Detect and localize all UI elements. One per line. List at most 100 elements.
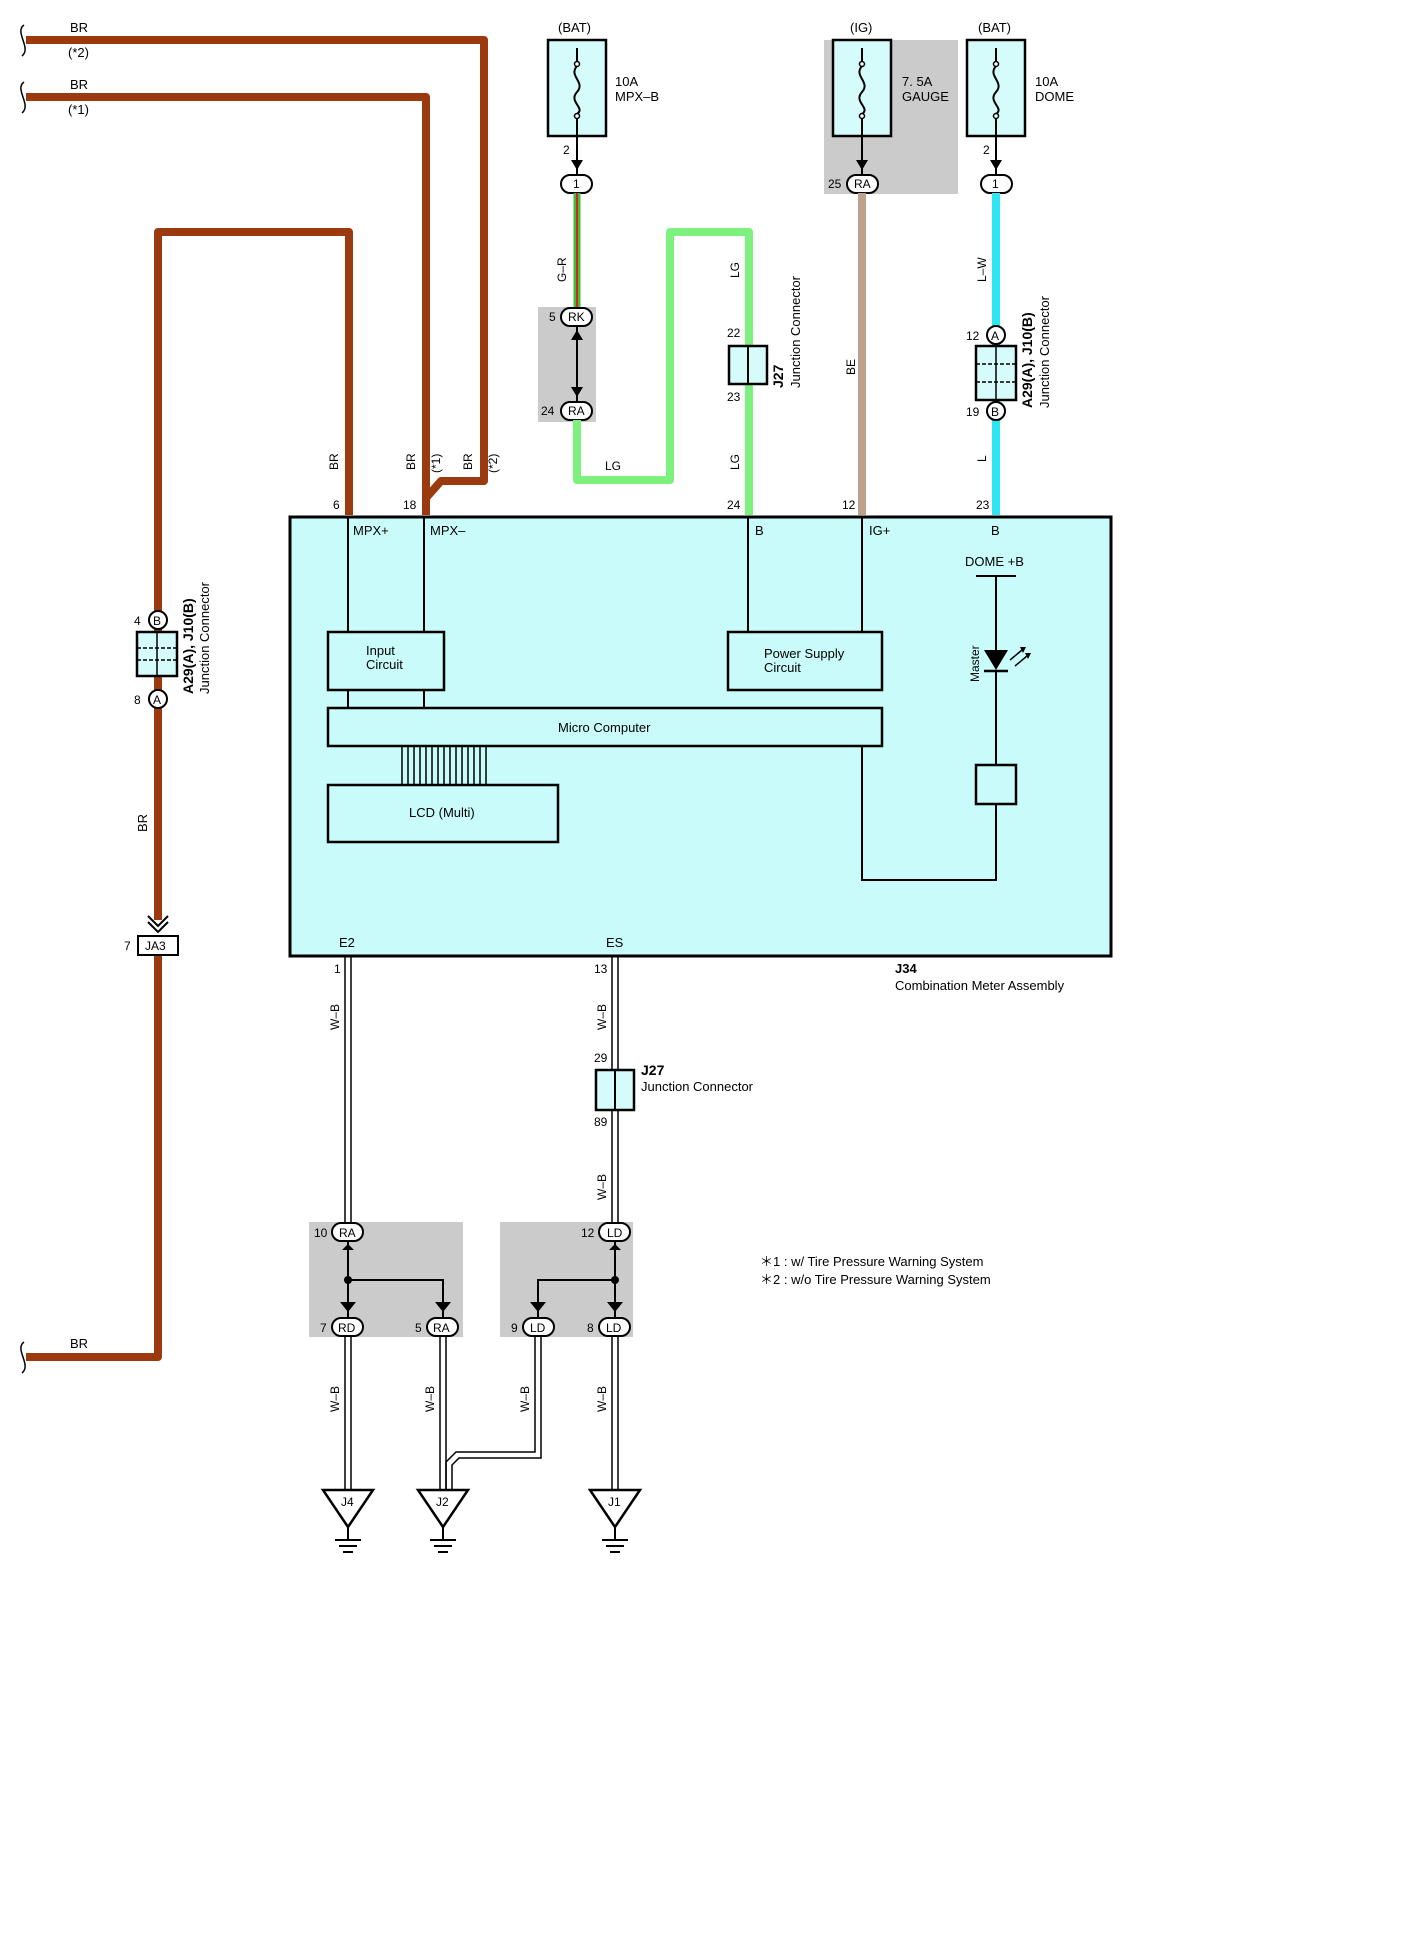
note-2: ＊2 : w/o Tire Pressure Warning System <box>760 1272 991 1287</box>
meter-terminal-b1: B <box>755 523 764 538</box>
br-wires <box>26 36 488 1361</box>
br-bottom-label: BR <box>70 1336 88 1351</box>
j27-lower-pin-top: 29 <box>594 1051 608 1065</box>
meter-pin-23: 23 <box>976 498 990 512</box>
lg-wire <box>573 228 753 515</box>
br-top-label: BR <box>70 20 88 35</box>
splice-right-br: LD <box>606 1321 622 1335</box>
j27-top-desc: Junction Connector <box>788 275 803 388</box>
left-junction-name: A29(A), J10(B) <box>180 598 196 694</box>
splice-right <box>522 1222 631 1337</box>
lcd-box <box>326 783 560 844</box>
splice-right-top: LD <box>607 1226 623 1240</box>
ground-j4-label: J4 <box>341 1495 354 1509</box>
j27-top-name: J27 <box>770 364 786 388</box>
meter-pin-6: 6 <box>333 498 340 512</box>
master-label: Master <box>968 645 982 682</box>
meter-terminal-mpxminus: MPX– <box>430 523 466 538</box>
dome-junction-pin-bottom: 19 <box>966 405 980 419</box>
splice-left <box>331 1222 459 1337</box>
meter-note-1: (*1) <box>429 454 443 473</box>
ja3-connector <box>137 915 179 956</box>
fuse-dome-rating: 10A <box>1035 74 1058 89</box>
meter-internal-lines <box>347 518 1016 881</box>
meter-pin-12: 12 <box>842 498 856 512</box>
splice-left-top: RA <box>339 1226 356 1240</box>
meter-name: Combination Meter Assembly <box>895 978 1065 993</box>
wb-bottom-label-3: W–B <box>518 1386 532 1412</box>
wire-break-marks <box>20 24 26 1374</box>
power-supply-circuit-box <box>726 630 884 692</box>
ja3-label: JA3 <box>145 939 166 953</box>
fuse-gauge-pin: 25 <box>828 177 842 191</box>
fuse-dome-pin: 2 <box>983 143 990 157</box>
fuse-mpxb-pin: 2 <box>563 143 570 157</box>
be-wire-label: BE <box>844 359 858 375</box>
j27-top-connector <box>727 344 769 386</box>
power-supply-label-1: Power Supply <box>764 646 845 661</box>
fuse-gauge <box>831 38 893 194</box>
ra-label: RA <box>568 404 585 418</box>
dome-junction-desc: Junction Connector <box>1037 295 1052 408</box>
left-junction-pin-bottom-letter: A <box>153 693 161 707</box>
fuse-dome-conn: 1 <box>992 177 999 191</box>
fuse-gauge-source: (IG) <box>850 20 872 35</box>
ground-icon-j4 <box>320 1488 376 1553</box>
fuse-mpxb-name: MPX–B <box>615 89 659 104</box>
j27-lower-connector <box>594 1068 636 1112</box>
meter-terminal-es: ES <box>606 935 624 950</box>
wb-wires <box>344 957 619 1492</box>
meter-terminal-mpxplus: MPX+ <box>353 523 389 538</box>
note-1: ＊1 : w/ Tire Pressure Warning System <box>760 1254 983 1269</box>
splice-right-bl-pin: 9 <box>511 1321 518 1335</box>
meter-pin-13: 13 <box>594 962 608 976</box>
j27-top-wire-top: LG <box>728 262 742 278</box>
j27-lower-desc: Junction Connector <box>641 1079 754 1094</box>
meter-terminal-b2: B <box>991 523 1000 538</box>
ground-j1-label: J1 <box>608 1495 621 1509</box>
meter-br-label-1: BR <box>327 453 341 470</box>
fuse-mpxb-source: (BAT) <box>558 20 591 35</box>
rk-ra-connector <box>560 307 593 421</box>
left-junction-pin-bottom: 8 <box>134 693 141 707</box>
power-supply-label-2: Circuit <box>764 660 801 675</box>
dome-wire-top-label: L–W <box>975 257 989 282</box>
br-second-note: (*1) <box>68 102 89 117</box>
splice-left-br: RA <box>433 1321 450 1335</box>
fuse-dome <box>965 38 1027 194</box>
gr-wire-label: G–R <box>555 257 569 282</box>
ground-j2-label: J2 <box>436 1495 449 1509</box>
input-circuit-label-2: Circuit <box>366 657 403 672</box>
dome-junction-pin-top: 12 <box>966 329 980 343</box>
ground-icon-j1 <box>587 1488 643 1553</box>
fuse-gauge-name: GAUGE <box>902 89 949 104</box>
fuse-mpxb <box>546 38 608 194</box>
dome-b-label: DOME +B <box>965 554 1024 569</box>
fuse-mpxb-conn: 1 <box>573 177 580 191</box>
fuse-dome-source: (BAT) <box>978 20 1011 35</box>
wb-label-1: W–B <box>328 1004 342 1030</box>
input-circuit-label-1: Input <box>366 643 395 658</box>
rk-pin: 5 <box>549 310 556 324</box>
left-junction-pin-top-letter: B <box>153 614 161 628</box>
wb-label-2: W–B <box>595 1004 609 1030</box>
j27-top-pin-top: 22 <box>727 326 741 340</box>
left-junction-pin-top: 4 <box>134 614 141 628</box>
meter-pin-18: 18 <box>403 498 417 512</box>
meter-note-2: (*2) <box>486 454 500 473</box>
micro-computer-box <box>326 706 884 748</box>
wb-bottom-label-1: W–B <box>328 1386 342 1412</box>
ra-pin: 24 <box>541 404 555 418</box>
j27-top-pin-bottom: 23 <box>727 390 741 404</box>
wb-bottom-label-2: W–B <box>423 1386 437 1412</box>
fuse-dome-name: DOME <box>1035 89 1074 104</box>
ground-icon-j2 <box>415 1488 471 1553</box>
splice-right-top-pin: 12 <box>581 1226 595 1240</box>
dome-wire-bottom-label: L <box>975 455 989 462</box>
dome-junction-name: A29(A), J10(B) <box>1019 312 1035 408</box>
meter-pin-1: 1 <box>334 962 341 976</box>
meter-br-label-3: BR <box>461 453 475 470</box>
fuse-gauge-rating: 7. 5A <box>902 74 933 89</box>
left-junction-desc: Junction Connector <box>197 581 212 694</box>
micro-computer-label: Micro Computer <box>558 720 651 735</box>
